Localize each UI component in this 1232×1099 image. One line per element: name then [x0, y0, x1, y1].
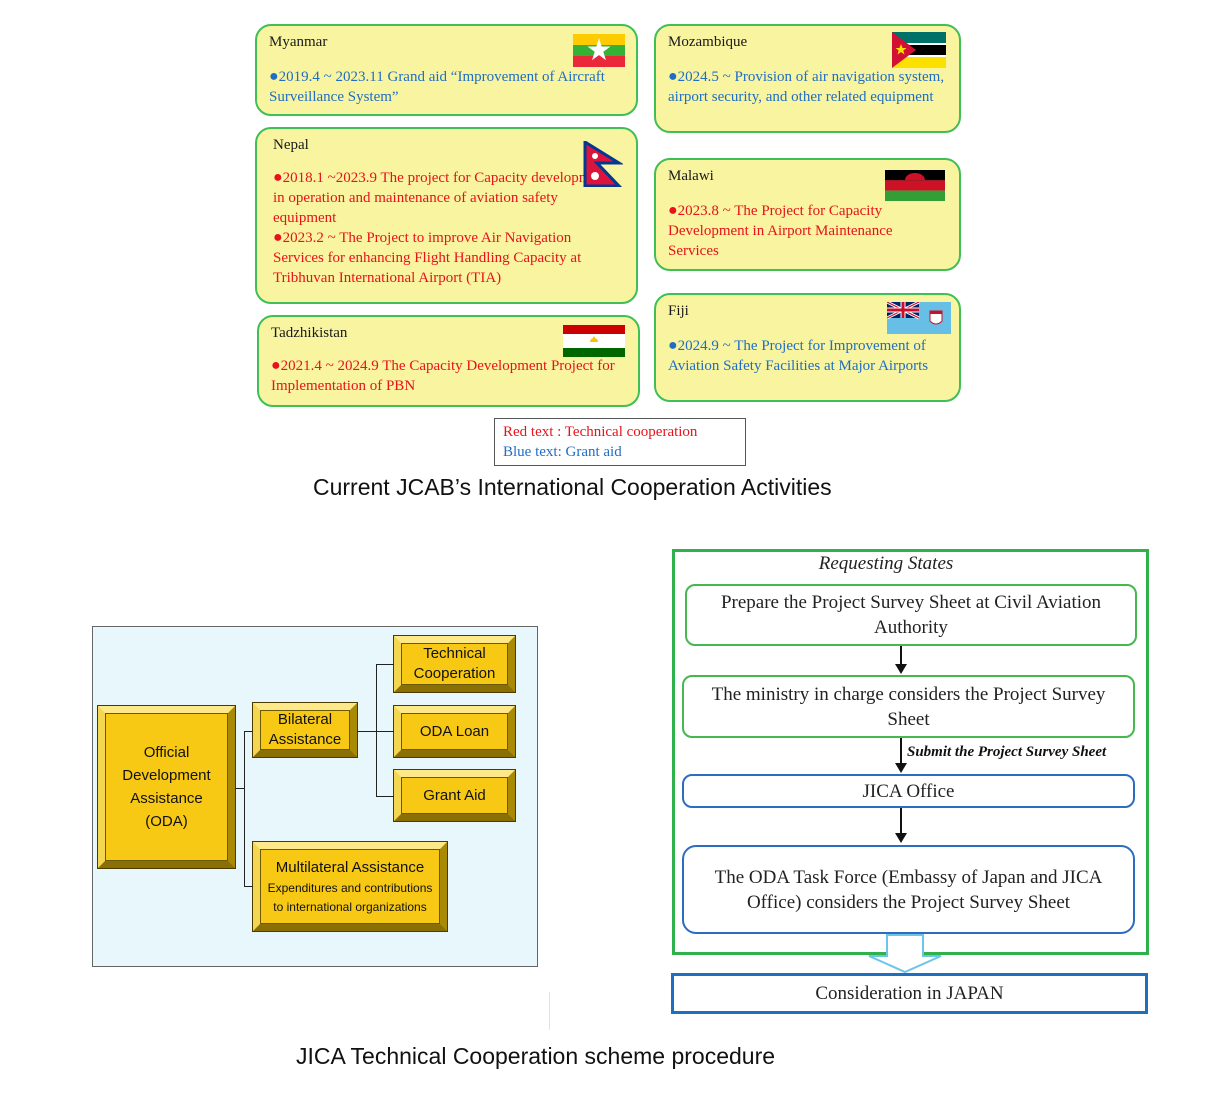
myanmar-flag-icon: [573, 34, 625, 67]
card-mozambique: Mozambique ●2024.5 ~ Provision of air na…: [654, 24, 961, 133]
activity-text: ●2023.8 ~ The Project for Capacity Devel…: [668, 202, 893, 259]
activity-text: ●2018.1 ~2023.9 The project for Capacity…: [273, 169, 609, 226]
divider-line: [549, 992, 550, 1030]
step-prepare-survey-sheet: Prepare the Project Survey Sheet at Civi…: [685, 584, 1137, 646]
activity-text: ●2024.5 ~ Provision of air navigation sy…: [668, 68, 945, 105]
connector: [235, 788, 245, 789]
country-name: Tadzhikistan: [271, 325, 348, 341]
arrow: [900, 808, 902, 834]
connector: [244, 731, 253, 732]
arrow-head: [895, 833, 907, 843]
legend: Red text : Technical cooperation Blue te…: [494, 418, 746, 466]
card-myanmar: Myanmar ●2019.4 ~ 2023.11 Grand aid “Imp…: [255, 24, 638, 116]
connector: [244, 886, 253, 887]
nepal-flag-icon: [583, 141, 623, 187]
country-name: Myanmar: [269, 34, 328, 50]
connector: [376, 664, 377, 796]
consideration-in-japan-box: Consideration in JAPAN: [671, 973, 1148, 1014]
bilateral-box: Bilateral Assistance: [253, 703, 357, 757]
tajikistan-flag-icon: [563, 325, 625, 357]
country-name: Mozambique: [668, 34, 748, 50]
step-ministry-considers: The ministry in charge considers the Pro…: [682, 675, 1135, 738]
oda-box: Official Development Assistance (ODA): [98, 706, 235, 868]
arrow: [900, 646, 902, 664]
connector: [376, 796, 394, 797]
country-name: Nepal: [273, 137, 309, 153]
legend-technical: Red text : Technical cooperation: [503, 424, 698, 440]
activity-text: ●2024.9 ~ The Project for Improvement of…: [668, 337, 929, 374]
fiji-flag-icon: [887, 302, 951, 334]
card-fiji: Fiji ●2024.9 ~ The Project for Improveme…: [654, 293, 961, 402]
connector: [376, 664, 394, 665]
mozambique-flag-icon: [892, 32, 946, 68]
oda-loan-box: ODA Loan: [394, 706, 515, 757]
activity-text: ●2019.4 ~ 2023.11 Grand aid “Improvement…: [269, 68, 605, 105]
technical-cooperation-box: Technical Cooperation: [394, 636, 515, 692]
arrow-head: [895, 664, 907, 674]
malawi-flag-icon: [885, 170, 945, 201]
connector: [244, 731, 245, 886]
grant-aid-box: Grant Aid: [394, 770, 515, 821]
caption-activities: Current JCAB’s International Cooperation…: [313, 474, 832, 500]
caption-jica-scheme: JICA Technical Cooperation scheme proced…: [296, 1043, 776, 1069]
activity-text: ●2023.2 ~ The Project to improve Air Nav…: [273, 229, 582, 286]
multilateral-box: Multilateral Assistance Expenditures and…: [253, 842, 447, 931]
down-arrow-icon: [865, 934, 945, 974]
connector: [357, 731, 394, 732]
card-nepal: Nepal ●2018.1 ~2023.9 The project for Ca…: [255, 127, 638, 304]
card-tadzhikistan: Tadzhikistan ●2021.4 ~ 2024.9 The Capaci…: [257, 315, 640, 407]
requesting-states-title: Requesting States: [818, 553, 954, 574]
country-name: Malawi: [668, 168, 714, 184]
legend-grant: Blue text: Grant aid: [503, 444, 622, 460]
country-name: Fiji: [668, 303, 689, 319]
card-malawi: Malawi ●2023.8 ~ The Project for Capacit…: [654, 158, 961, 271]
arrow-head: [895, 763, 907, 773]
submit-label: Submit the Project Survey Sheet: [907, 744, 1107, 760]
arrow: [900, 738, 902, 764]
step-oda-task-force: The ODA Task Force (Embassy of Japan and…: [682, 845, 1135, 934]
activity-text: ●2021.4 ~ 2024.9 The Capacity Developmen…: [271, 357, 615, 394]
step-jica-office: JICA Office: [682, 774, 1135, 808]
